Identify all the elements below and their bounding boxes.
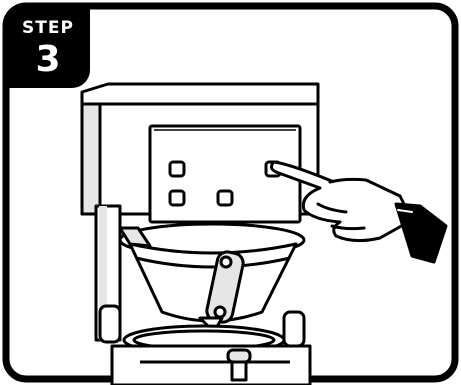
step-badge: STEP 3 [6,6,90,88]
brew-funnel [120,224,304,332]
panel-button-bottom-left[interactable] [170,191,184,205]
panel-button-bottom-middle[interactable] [218,191,232,205]
panel-button-top-left[interactable] [170,162,184,176]
step-number: 3 [6,40,90,80]
step-label: STEP [6,18,90,38]
